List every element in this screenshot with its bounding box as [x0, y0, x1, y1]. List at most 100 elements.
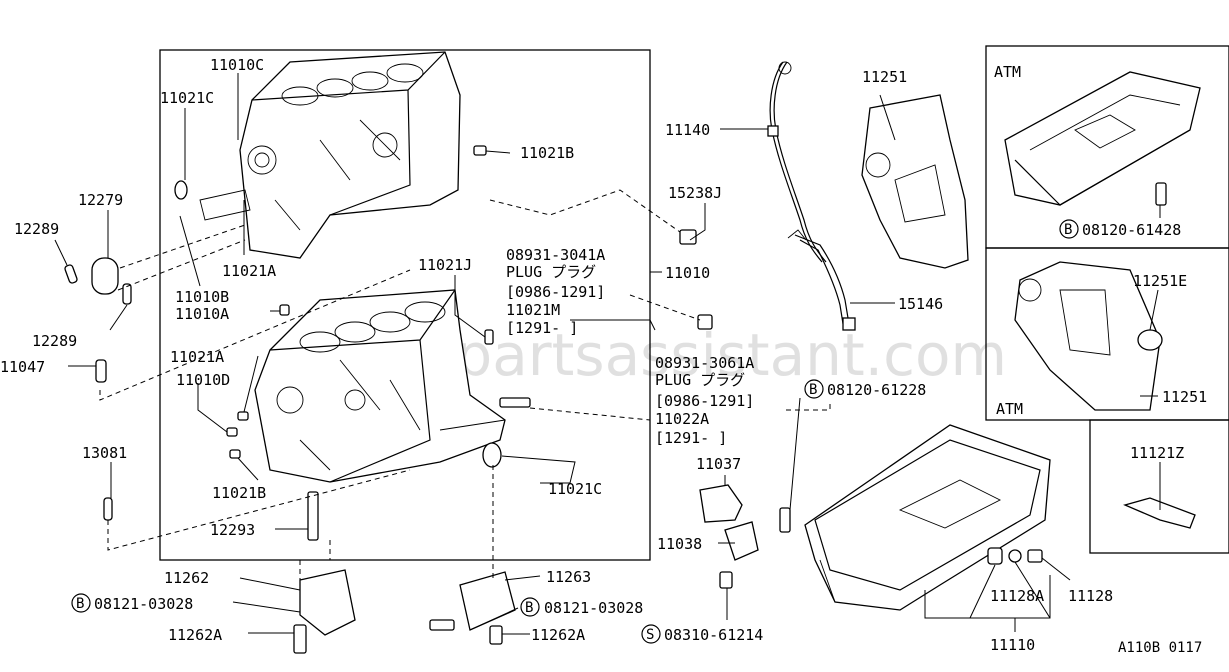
label-11262: 11262: [164, 569, 209, 587]
oil-pan-11110: [804, 424, 1051, 611]
cylinder-block-upper: [199, 51, 461, 259]
label-11021B-top: 11021B: [520, 144, 574, 162]
plug2-range: [0986-1291]: [655, 392, 754, 410]
label-11021C-top: 11021C: [160, 89, 214, 107]
label-08121-03028-left: 08121-03028: [94, 595, 193, 613]
mount-bracket-11262: [299, 569, 356, 636]
label-12289-bot: 12289: [32, 332, 77, 350]
label-11021B-left: 11021B: [212, 484, 266, 502]
label-11251-bot: 11251: [1162, 388, 1207, 406]
seal-12279: [91, 257, 119, 295]
mount-bracket-11263: [459, 571, 516, 631]
gasket-11038: [724, 521, 759, 561]
bolt-marker-03028-right: [520, 597, 540, 617]
bolt-marker-03028-right-letter: B: [525, 600, 533, 616]
label-11038: 11038: [657, 535, 702, 553]
atm-rear-plate-11251: [1014, 261, 1161, 411]
label-08310-61214: 08310-61214: [664, 626, 763, 644]
label-11110: 11110: [990, 636, 1035, 654]
oil-dipstick-11140: [767, 61, 827, 263]
pin-12289-top: [64, 264, 78, 284]
plug-11021J: [484, 329, 494, 345]
atm-label-mid: ATM: [996, 400, 1023, 418]
plug-15238J: [679, 229, 697, 245]
label-15238J: 15238J: [668, 184, 722, 202]
rear-plate-11251: [861, 94, 969, 269]
bolt-08121-03028-right: [429, 619, 455, 631]
strainer-11121Z: [1123, 497, 1196, 529]
label-11021A-mid: 11021A: [170, 348, 224, 366]
drain-bolt-08120-61428: [1155, 182, 1167, 206]
label-11021C-bot: 11021C: [548, 480, 602, 498]
bolt-marker-03028-left-letter: B: [76, 596, 84, 612]
label-11010A: 11010A: [175, 305, 229, 323]
plug2-name: PLUG プラグ: [655, 371, 745, 389]
plug-08931-3061A: [697, 314, 713, 330]
plug-11047: [95, 359, 107, 383]
plug1-alt: 11021M: [506, 301, 560, 319]
label-11010C: 11010C: [210, 56, 264, 74]
label-08121-03028-right: 08121-03028: [544, 599, 643, 617]
cylinder-block-lower: [254, 289, 506, 483]
label-11010: 11010: [665, 264, 710, 282]
label-11262A-left: 11262A: [168, 626, 222, 644]
leader-lines: [54, 73, 1161, 635]
bolt-08120-61228: [779, 507, 791, 533]
bolt-11262A-right: [489, 625, 503, 645]
bolt-11128: [1027, 549, 1043, 563]
plug-11021A-mid: [237, 411, 249, 421]
label-11037: 11037: [696, 455, 741, 473]
seal-11021C-top: [174, 180, 188, 200]
label-11021J: 11021J: [418, 256, 472, 274]
label-11262A-right: 11262A: [531, 626, 585, 644]
plug1-part: 08931-3041A: [506, 246, 605, 264]
pin-13081: [103, 497, 113, 521]
drain-plug-11128A: [987, 547, 1003, 565]
screw-marker-61214-letter: S: [646, 627, 654, 643]
bolt-marker-61228-letter: B: [809, 382, 817, 398]
label-13081: 13081: [82, 444, 127, 462]
label-11121Z: 11121Z: [1130, 444, 1184, 462]
plug-11010D: [226, 427, 238, 437]
label-12293: 12293: [210, 521, 255, 539]
plug2-alt: 11022A: [655, 410, 709, 428]
label-08120-61228: 08120-61228: [827, 381, 926, 399]
plug2-alt-range: [1291- ]: [655, 429, 727, 447]
label-11251-top: 11251: [862, 68, 907, 86]
seal-11021C-bot: [482, 442, 502, 468]
bolt-12293: [307, 491, 319, 541]
pin-12289-bot: [122, 283, 132, 305]
plug-11010A: [279, 304, 290, 316]
dashed-lines: [99, 189, 831, 580]
diagram-id: A110B 0117: [1118, 640, 1202, 656]
label-08120-61428: 08120-61428: [1082, 221, 1181, 239]
label-12279: 12279: [78, 191, 123, 209]
plug-11251E: [1137, 329, 1163, 351]
label-11251E: 11251E: [1133, 272, 1187, 290]
label-11047: 11047: [0, 358, 45, 376]
label-11010D: 11010D: [176, 371, 230, 389]
strainer-frame: [1089, 419, 1229, 554]
bolt-block: [499, 397, 531, 408]
screw-marker-61214: [641, 624, 661, 644]
label-11128: 11128: [1068, 587, 1113, 605]
label-15146: 15146: [898, 295, 943, 313]
block-frame: [159, 49, 651, 561]
bolt-11262A-left: [293, 624, 307, 654]
bolt-marker-61228: [804, 379, 824, 399]
plug2-part: 08931-3061A: [655, 354, 754, 372]
atm-label-top: ATM: [994, 63, 1021, 81]
atm-oil-pan: [1004, 71, 1201, 206]
bolt-marker-61428-letter: B: [1064, 222, 1072, 238]
bolt-marker-03028-left: [71, 593, 91, 613]
plug1-range: [0986-1291]: [506, 283, 605, 301]
plug1-alt-range: [1291- ]: [506, 319, 578, 337]
washer-11128: [1008, 549, 1022, 563]
label-11010B: 11010B: [175, 288, 229, 306]
screw-08310-61214: [719, 571, 733, 589]
oil-filter-bracket-11037: [699, 484, 743, 523]
label-12289-top: 12289: [14, 220, 59, 238]
plug-11021B-top: [473, 145, 487, 156]
label-11128A: 11128A: [990, 587, 1044, 605]
